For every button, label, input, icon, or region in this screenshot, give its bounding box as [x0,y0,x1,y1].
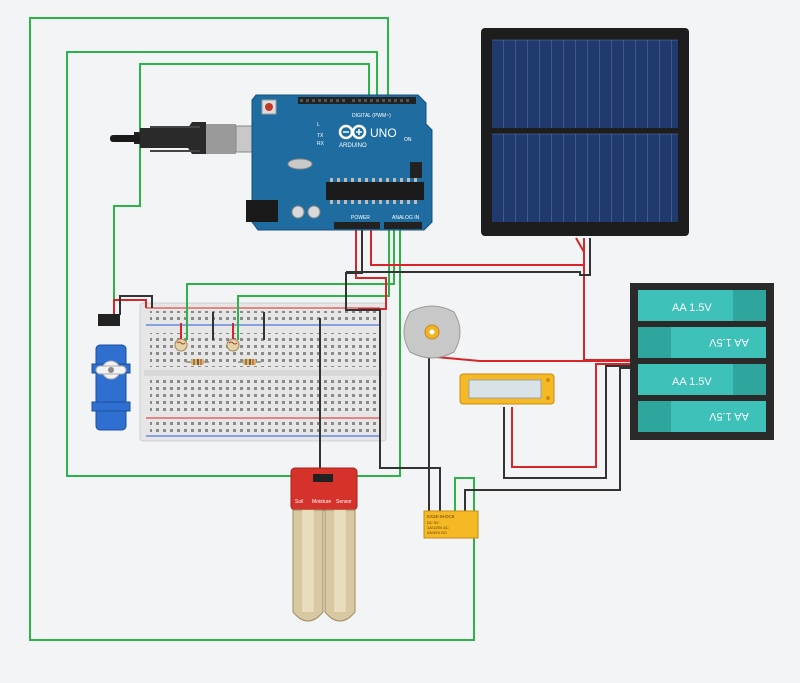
rx-led-label: RX [317,141,325,147]
arduino-brand-label: ARDUINO [339,143,367,149]
soil-label: Soil [295,499,303,505]
dc-motor [403,305,461,359]
battery-cell-1-label: AA 1.5V [672,302,712,314]
solar-panel [481,28,689,236]
power-header-label: POWER [351,215,370,221]
usb-cable [110,122,277,154]
relay-line-3: 1A/125V AC [427,525,449,530]
photoresistor-2 [226,338,240,352]
soil-moisture-sensor: Soil Moisture Sensor [290,467,358,622]
battery-cell-4: AA 1.5V [638,401,766,432]
resistor-2 [238,359,261,365]
on-led-label: ON [404,137,412,143]
moisture-label: Moisture [312,499,331,505]
resistor-1 [186,359,209,365]
relay-line-1: KS2E-M-DC5 [427,514,455,519]
sensor-label: Sensor [336,499,352,505]
battery-cell-2: AA 1.5V [638,327,766,358]
tx-led-label: TX [317,133,324,139]
analog-header-label: ANALOG IN [392,215,420,221]
voltage-display [459,373,555,405]
arduino-model-label: UNO [370,126,397,140]
l-led-label: L [317,122,320,128]
photoresistor-1 [174,338,188,352]
battery-cell-3: AA 1.5V [638,364,766,395]
servo-motor [91,314,131,431]
relay: KS2E-M-DC5 DC 5V 1A/125V AC 2A/30V DC [423,510,479,539]
battery-cell-4-label: AA 1.5V [708,410,748,422]
arduino-logo [338,124,367,140]
battery-cell-2-label: AA 1.5V [708,336,748,348]
arduino-uno-board: DIGITAL (PWM~) UNO ARDUINO ON L TX RX [246,94,433,231]
digital-header-label: DIGITAL (PWM~) [352,113,391,119]
battery-cell-1: AA 1.5V [638,290,766,321]
battery-pack: AA 1.5V AA 1.5V AA 1.5V AA 1.5V [630,283,774,440]
relay-line-2: DC 5V [427,520,439,525]
breadboard-jumpers [180,312,265,340]
battery-cell-3-label: AA 1.5V [672,376,712,388]
relay-line-4: 2A/30V DC [427,530,447,535]
wires-black [119,229,632,511]
